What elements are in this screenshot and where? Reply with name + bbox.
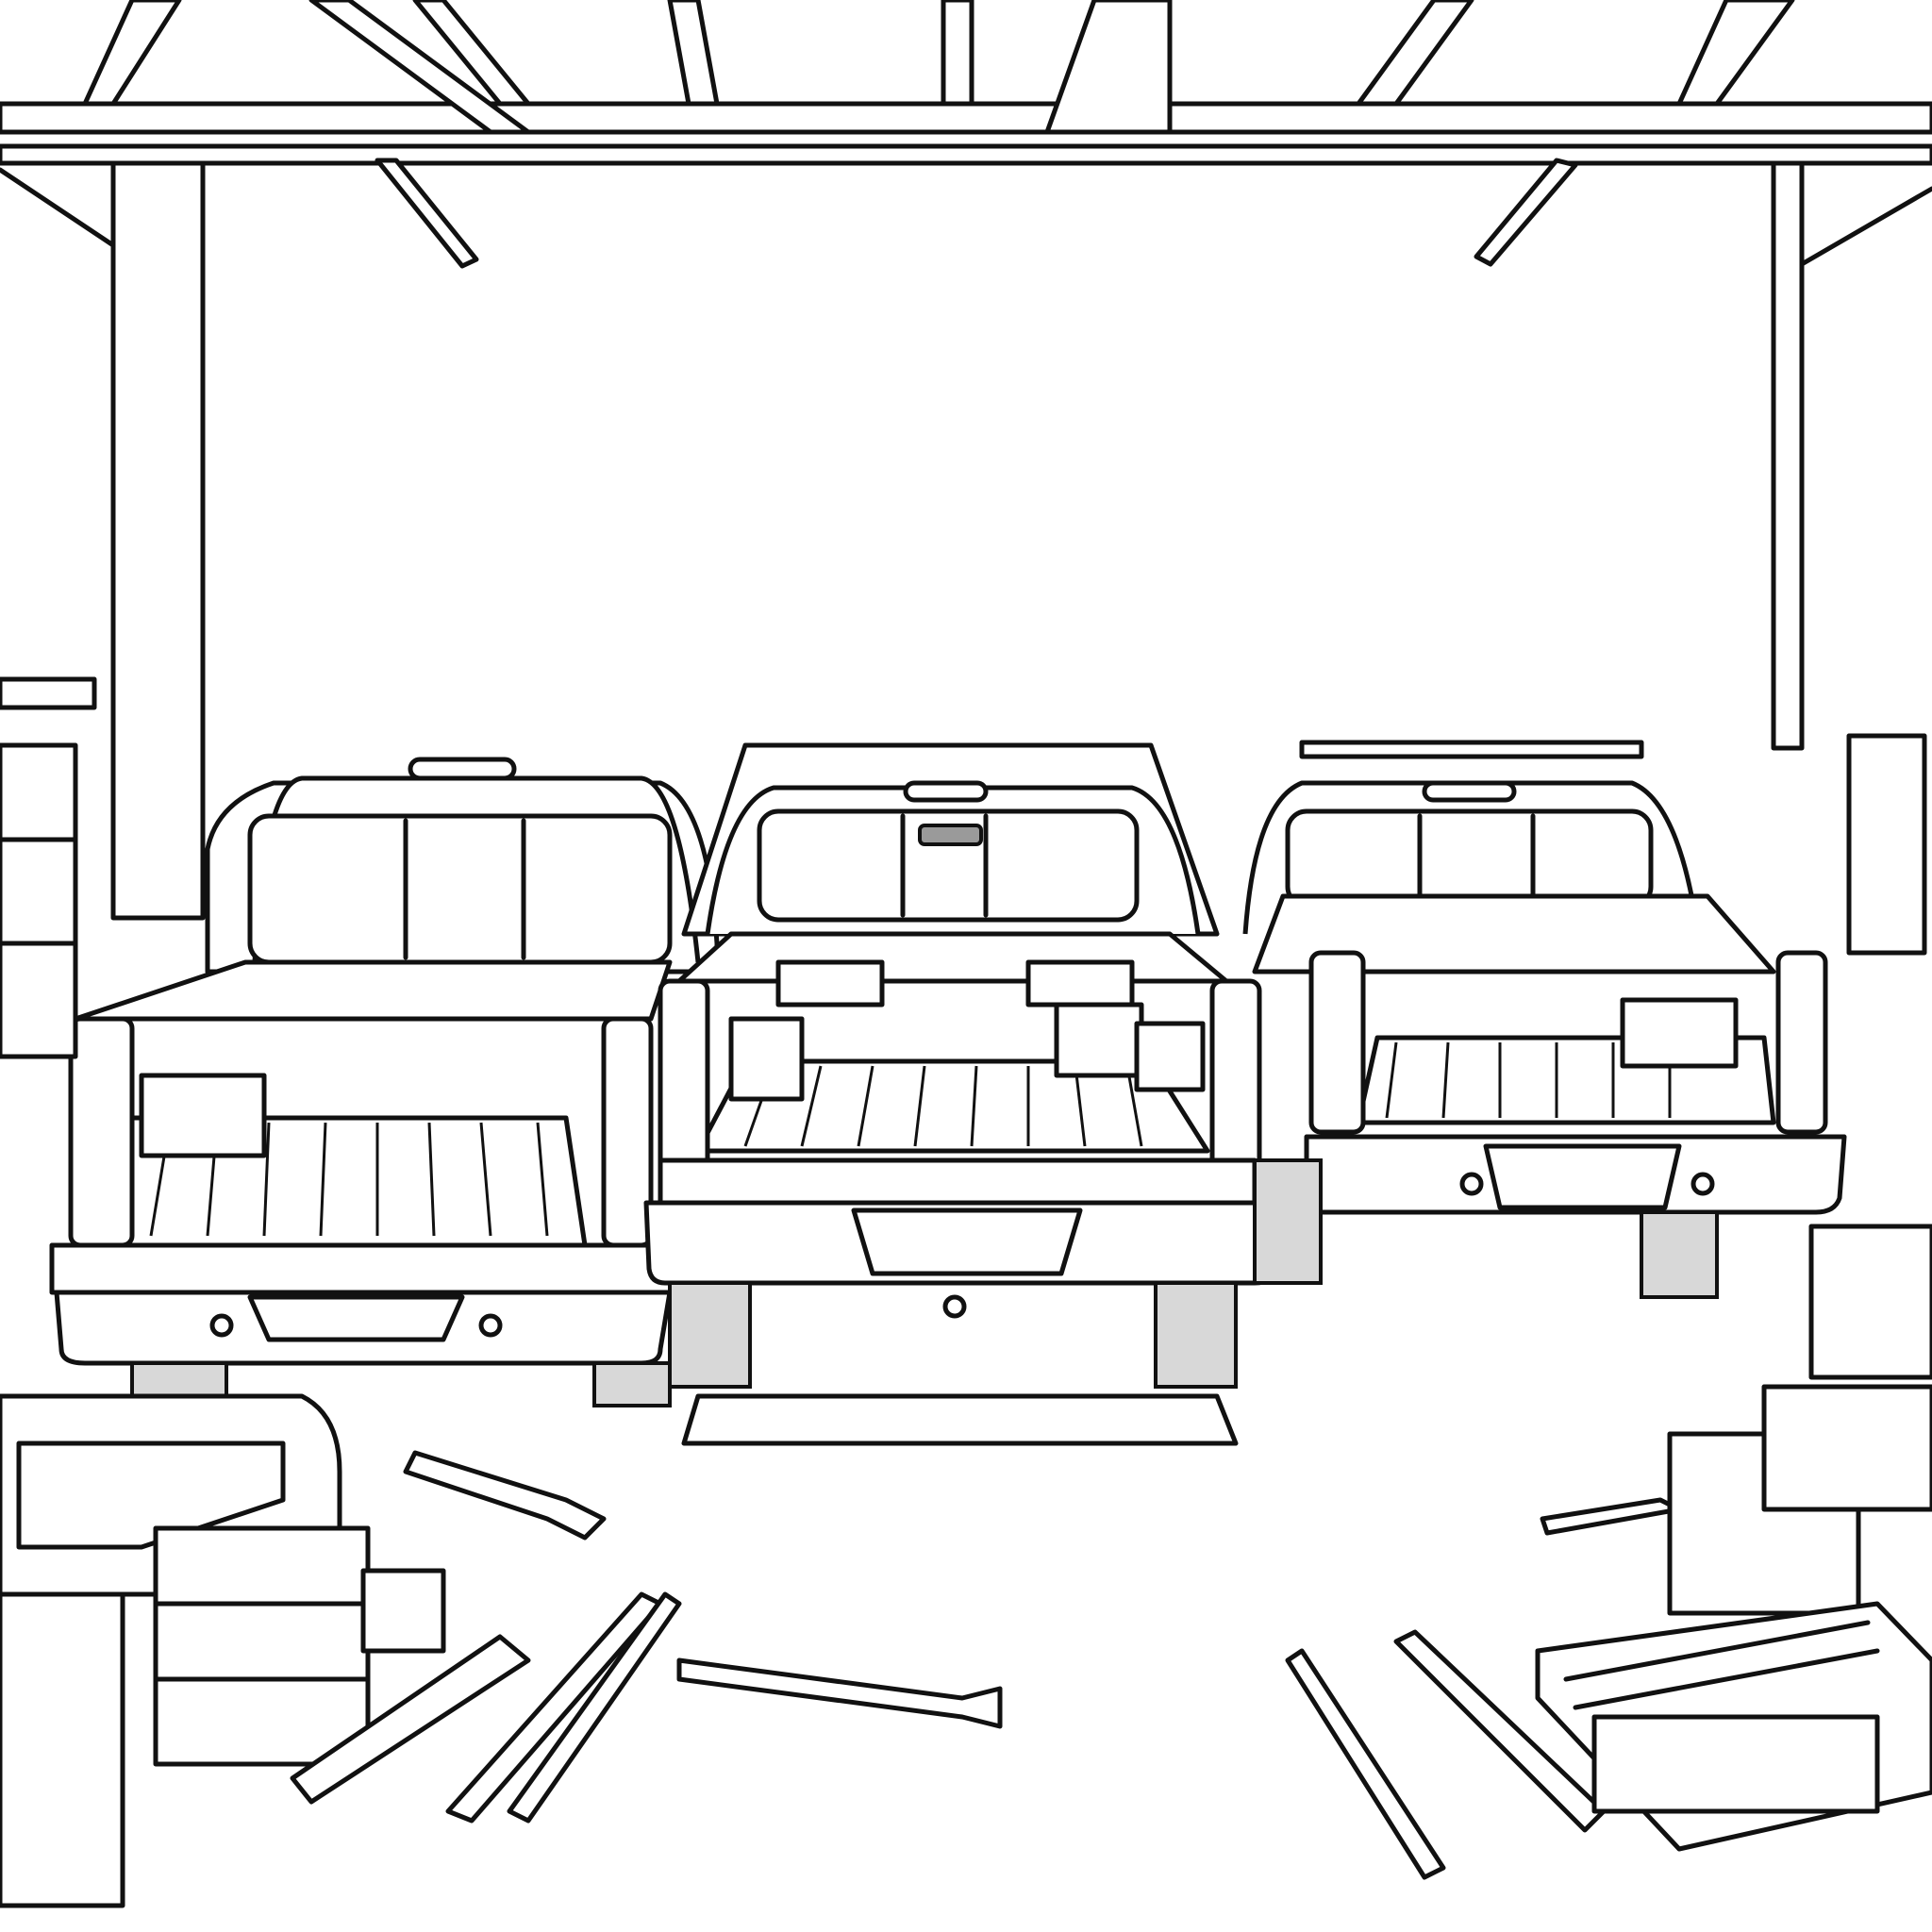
floor-tools-right: [1285, 1497, 1682, 1880]
tool-cart: [0, 1393, 446, 1908]
ceiling-beams: [0, 0, 1932, 269]
left-truck: [49, 757, 720, 1407]
left-shelving: [0, 676, 97, 1059]
toolboxes: [1535, 733, 1932, 1852]
floor-tools-left: [290, 1450, 1003, 1824]
right-truck: [1242, 740, 1847, 1299]
center-truck: [643, 742, 1291, 1446]
garage-door-frame: [0, 160, 1932, 921]
